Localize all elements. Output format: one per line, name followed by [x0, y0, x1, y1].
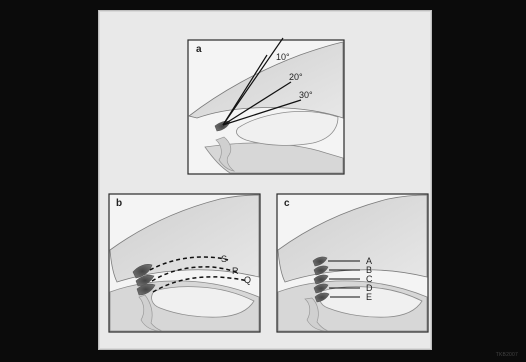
angle-label-10: 10° [276, 52, 290, 62]
path-label-s: S [221, 254, 227, 264]
angle-label-20: 20° [289, 72, 303, 82]
path-label-q: Q [244, 275, 251, 285]
panel-b: b S R Q [109, 194, 260, 332]
panel-b-label: b [116, 198, 122, 209]
path-label-r: R [232, 266, 239, 276]
panel-a: a 10° 20° 30° [188, 38, 344, 174]
credit-text: TKB2007 [496, 352, 518, 358]
panel-c-label: c [284, 198, 290, 209]
panel-c: c A B C D E [277, 194, 428, 332]
marker-label-e: E [366, 292, 372, 302]
panel-a-label: a [196, 44, 202, 55]
angle-label-30: 30° [299, 90, 313, 100]
